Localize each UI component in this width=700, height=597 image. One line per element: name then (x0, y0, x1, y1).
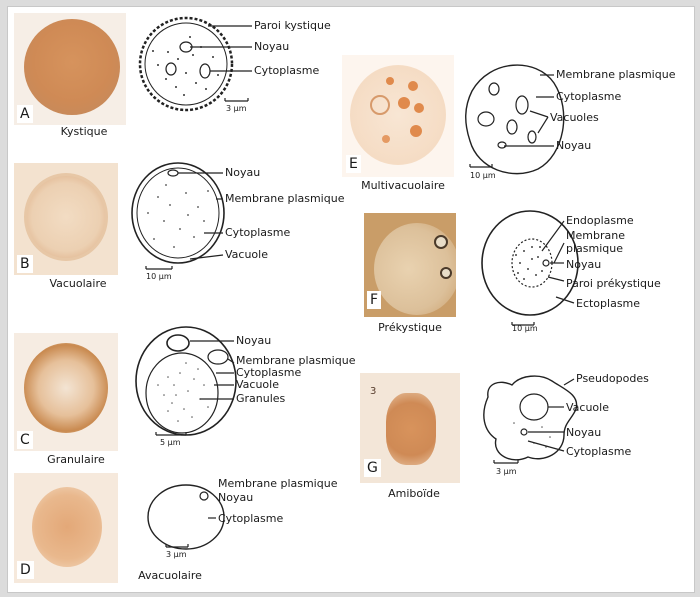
label-noyau-f: Noyau (566, 258, 602, 271)
label-cytoplasme-d: Cytoplasme (218, 512, 284, 525)
label-noyau-g: Noyau (566, 426, 602, 439)
label-vacuoles-e: Vacuoles (550, 111, 599, 124)
letter-e: E (346, 155, 361, 173)
label-cytoplasme-b: Cytoplasme (225, 226, 291, 239)
label-cytoplasme-a: Cytoplasme (254, 64, 320, 77)
caption-prekystique: Prékystique (378, 321, 442, 334)
caption-amiboide: Amiboïde (388, 487, 440, 500)
scale-f: 10 µm (512, 324, 538, 333)
letter-g: G (364, 459, 381, 477)
scale-g: 3 µm (496, 467, 517, 476)
drawing-kystique (138, 16, 252, 112)
scale-a: 3 µm (226, 104, 247, 113)
drawing-avacuolaire (147, 484, 225, 550)
label-paroi-kystique: Paroi kystique (254, 19, 331, 32)
letter-c: C (17, 431, 33, 449)
label-membrane-c: Membrane plasmique (236, 354, 356, 367)
label-cytoplasme-e: Cytoplasme (556, 90, 622, 103)
scale-d: 3 µm (166, 550, 187, 559)
label-membrane-f: Membrane plasmique (566, 229, 625, 255)
label-noyau-a: Noyau (254, 40, 290, 53)
label-vacuole-b: Vacuole (225, 248, 268, 261)
drawing-multivacuolaire (465, 64, 565, 175)
label-noyau-c: Noyau (236, 334, 272, 347)
caption-multivacuolaire: Multivacuolaire (361, 179, 445, 192)
photo-granulaire (14, 333, 118, 451)
label-vacuole-g: Vacuole (566, 401, 609, 414)
label-ectoplasme-f: Ectoplasme (576, 297, 641, 310)
scale-e: 10 µm (470, 171, 496, 180)
label-paroi-prekystique: Paroi prékystique (566, 277, 661, 290)
photo-prekystique (364, 213, 456, 317)
drawing-amiboide (483, 375, 578, 464)
label-membrane-b: Membrane plasmique (225, 192, 345, 205)
label-membrane-e: Membrane plasmique (556, 68, 676, 81)
caption-granulaire: Granulaire (47, 453, 105, 466)
label-membrane-d: Membrane plasmique (218, 477, 338, 490)
caption-avacuolaire: Avacuolaire (138, 569, 202, 582)
photo-vacuolaire (14, 163, 118, 275)
label-vacuole-c: Vacuole (236, 378, 279, 391)
letter-d: D (17, 561, 34, 579)
figure: 3 A B C D E F G Kystique Vacuolaire Gran… (7, 6, 695, 593)
label-endoplasme-f: Endoplasme (566, 214, 634, 227)
letter-f: F (367, 291, 382, 309)
drawing-prekystique (481, 210, 579, 326)
label-noyau-b: Noyau (225, 166, 261, 179)
letter-b: B (17, 255, 33, 273)
photo-mark-3: 3 (370, 386, 377, 397)
scale-b: 10 µm (146, 272, 172, 281)
label-noyau-d: Noyau (218, 491, 254, 504)
drawing-granulaire (135, 326, 237, 436)
caption-kystique: Kystique (60, 125, 108, 138)
drawings (131, 16, 579, 550)
caption-vacuolaire: Vacuolaire (49, 277, 107, 290)
scale-c: 5 µm (160, 438, 181, 447)
label-granules-c: Granules (236, 392, 286, 405)
photo-amiboide: 3 (360, 373, 460, 483)
photo-kystique (14, 13, 126, 125)
label-cytoplasme-c: Cytoplasme (236, 366, 302, 379)
label-cytoplasme-g: Cytoplasme (566, 445, 632, 458)
drawing-vacuolaire (131, 162, 225, 270)
label-noyau-e: Noyau (556, 139, 592, 152)
label-pseudopodes-g: Pseudopodes (576, 372, 649, 385)
letter-a: A (17, 105, 33, 123)
